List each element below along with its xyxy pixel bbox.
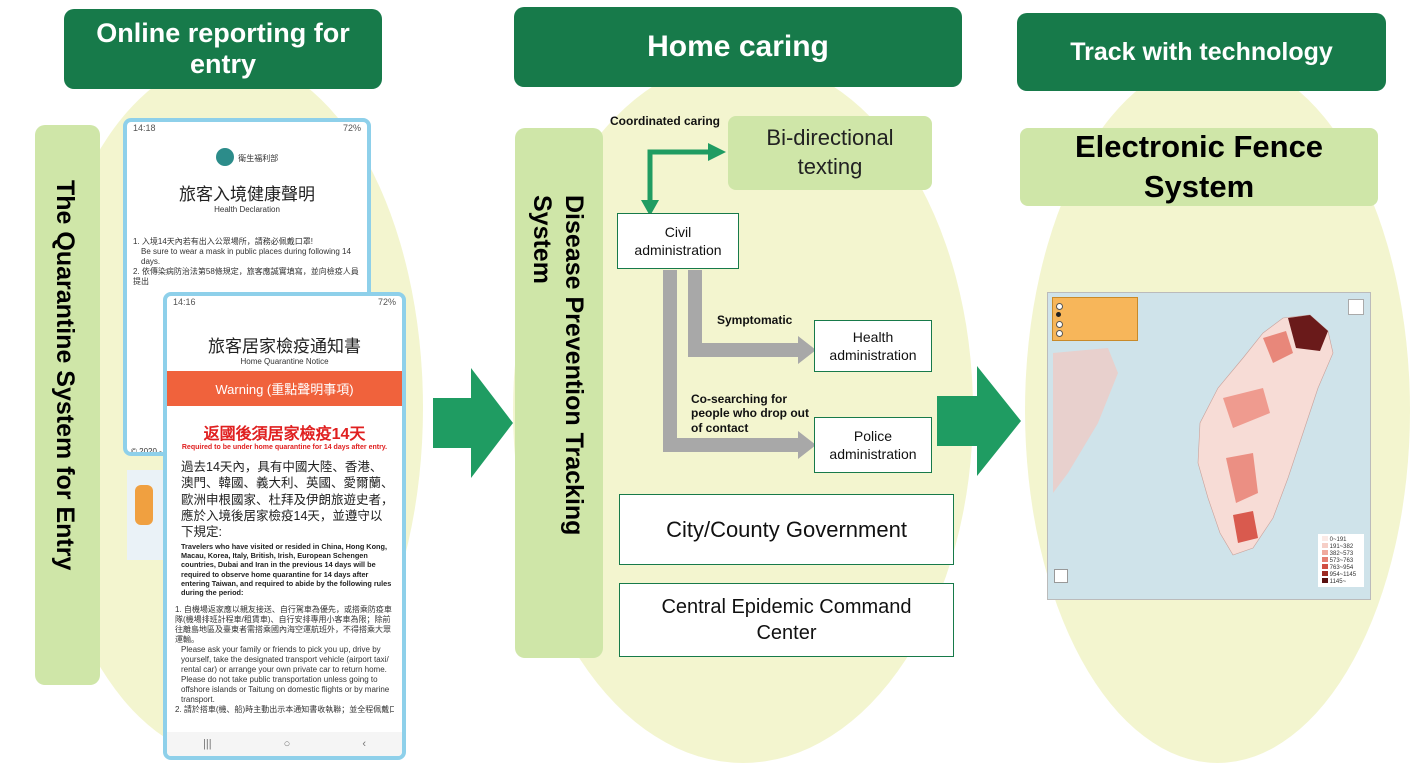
bidirectional-texting-box: Bi-directional texting xyxy=(728,116,932,190)
traveler-illustration xyxy=(127,470,167,560)
quarantine-notice-subtitle: Home Quarantine Notice xyxy=(240,357,329,366)
declaration-item-1-zh: 1. 入境14天內若有出入公眾場所，請務必佩戴口罩! xyxy=(133,237,314,247)
quarantine-body-en: Travelers who have visited or resided in… xyxy=(181,542,392,597)
tracking-side-bar xyxy=(515,128,603,658)
entry-side-bar xyxy=(35,125,100,685)
bidirectional-texting-text: Bi-directional texting xyxy=(766,125,894,179)
recent-apps-icon[interactable]: ||| xyxy=(203,738,212,750)
fullscreen-icon[interactable] xyxy=(1054,569,1068,583)
front-status-battery: 72% xyxy=(377,297,396,307)
quarantine-body-zh: 過去14天內，具有中國大陸、香港、澳門、韓國、義大利、英國、愛爾蘭、歐洲申根國家… xyxy=(181,460,394,539)
flow-arrow-1 xyxy=(433,368,513,478)
warning-banner: Warning (重點聲明事項) xyxy=(167,371,402,406)
quarantine-headline: 返國後須居家檢疫14天 xyxy=(203,426,366,443)
legend-item: 954~1145 xyxy=(1322,571,1362,578)
quarantine-headline-en: Required to be under home quarantine for… xyxy=(181,444,388,451)
quarantine-rule-1-zh: 1. 自機場返家應以親友接送、自行駕車為優先，或搭乘防疫車隊(機場排班計程車/租… xyxy=(175,604,392,644)
central-epidemic-command-text: Central Epidemic Command Center xyxy=(661,596,912,644)
electronic-fence-title-box: Electronic Fence System xyxy=(1020,128,1378,206)
flow-connectors xyxy=(641,143,816,459)
health-declaration-title: 旅客入境健康聲明 xyxy=(179,185,315,205)
health-declaration-subtitle: Health Declaration xyxy=(214,205,280,215)
legend-item: 0~191 xyxy=(1322,536,1362,543)
health-administration-text: Health administration xyxy=(829,328,917,363)
ministry-name: 衛生福利部 xyxy=(238,154,279,164)
legend-item: 573~763 xyxy=(1322,557,1362,564)
entry-side-label: The Quarantine System for Entry xyxy=(51,180,79,571)
front-status-time: 14:16 xyxy=(173,297,196,307)
tech-header-text: Track with technology xyxy=(1070,37,1333,66)
central-epidemic-command-box: Central Epidemic Command Center xyxy=(619,583,954,657)
taiwan-island-shape xyxy=(1053,314,1334,556)
back-nav-icon[interactable]: ‹ xyxy=(362,738,366,750)
home-nav-icon[interactable]: ○ xyxy=(283,738,291,750)
flow-arrow-2 xyxy=(937,366,1021,476)
legend-item: 382~573 xyxy=(1322,550,1362,557)
layers-icon[interactable] xyxy=(1348,299,1364,315)
civil-administration-box: Civil administration xyxy=(617,213,739,269)
home-quarantine-notice-phone: 14:16 72% 旅客居家檢疫通知書 Home Quarantine Notic… xyxy=(163,292,406,760)
health-administration-box: Health administration xyxy=(814,320,932,372)
home-caring-header: Home caring xyxy=(514,7,962,87)
symptomatic-label: Symptomatic xyxy=(717,313,793,327)
electronic-fence-title: Electronic Fence System xyxy=(1074,128,1324,204)
ministry-logo-icon xyxy=(215,148,234,166)
taiwan-heat-map[interactable]: 0~191 191~382 382~573 573~763 763~954 95… xyxy=(1047,292,1371,600)
android-nav-bar: ||| ○ ‹ xyxy=(167,732,402,756)
legend-item: 191~382 xyxy=(1322,543,1362,550)
coordinated-caring-label: Coordinated caring xyxy=(610,114,721,128)
quarantine-notice-title: 旅客居家檢疫通知書 xyxy=(208,337,361,356)
tech-header: Track with technology xyxy=(1017,13,1386,91)
legend-item: 763~954 xyxy=(1322,564,1362,571)
legend-item: 1145~ xyxy=(1322,578,1362,585)
entry-header-text: Online reporting for entry xyxy=(96,17,350,79)
police-administration-text: Police administration xyxy=(829,427,917,462)
back-status-battery: 72% xyxy=(342,123,361,133)
map-legend: 0~191 191~382 382~573 573~763 763~954 95… xyxy=(1318,534,1364,587)
declaration-item-1-en: Be sure to wear a mask in public places … xyxy=(141,247,351,267)
city-county-government-text: City/County Government xyxy=(666,516,907,542)
home-caring-header-text: Home caring xyxy=(647,29,829,63)
tracking-side-label: Disease Prevention Tracking System xyxy=(528,195,588,536)
copyright-footer: © 2020 - xyxy=(131,447,162,456)
civil-administration-text: Civil administration xyxy=(634,223,722,258)
police-administration-box: Police administration xyxy=(814,417,932,473)
map-layer-selector[interactable] xyxy=(1052,297,1138,341)
city-county-government-box: City/County Government xyxy=(619,494,954,565)
co-searching-label: Co-searching for people who drop out of … xyxy=(691,392,809,435)
back-status-time: 14:18 xyxy=(133,123,156,133)
declaration-item-2-zh: 2. 依傳染病防治法第58條規定，旅客應誠實填寫，並向檢疫人員提出 xyxy=(133,267,359,287)
quarantine-rule-1-en: Please ask your family or friends to pic… xyxy=(181,644,390,704)
quarantine-rule-2-zh: 2. 請於搭車(機、船)時主動出示本通知書收執聯；並全程佩戴口 xyxy=(175,704,394,714)
entry-header: Online reporting for entry xyxy=(64,9,382,89)
